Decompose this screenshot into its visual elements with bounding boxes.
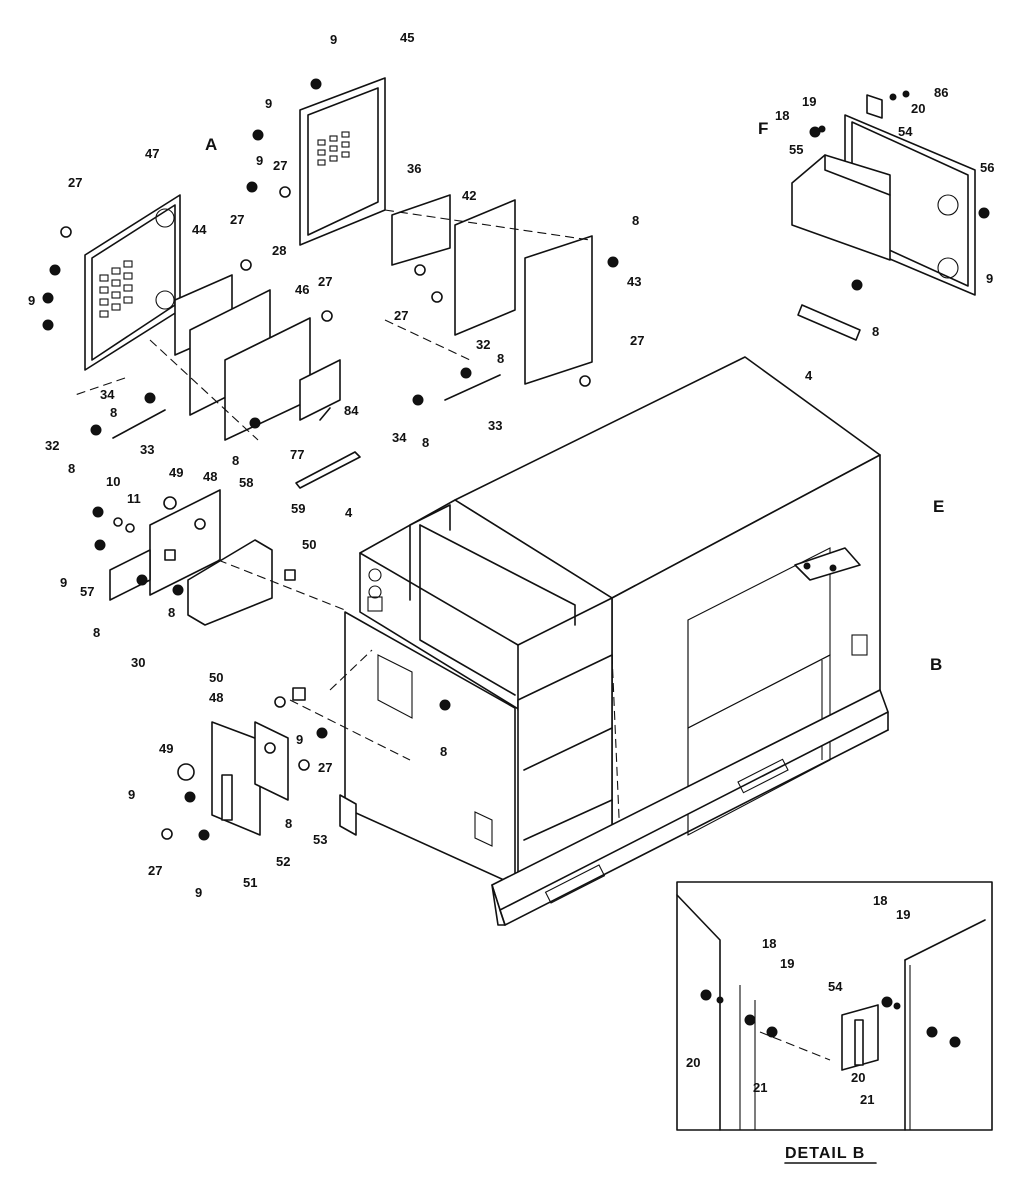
- top-center-panel: [299, 77, 386, 246]
- callout-9: 9: [60, 575, 67, 590]
- callout-10: 10: [106, 474, 120, 489]
- callout-9: 9: [986, 271, 993, 286]
- callout-4: 4: [805, 368, 813, 383]
- callout-51: 51: [243, 875, 257, 890]
- callout-8: 8: [68, 461, 75, 476]
- callout-20: 20: [686, 1055, 700, 1070]
- callout-54: 54: [828, 979, 843, 994]
- callout-34: 34: [392, 430, 407, 445]
- callout-33: 33: [488, 418, 502, 433]
- callout-27: 27: [630, 333, 644, 348]
- callout-45: 45: [400, 30, 414, 45]
- callout-59: 59: [291, 501, 305, 516]
- callout-9: 9: [28, 293, 35, 308]
- callout-27: 27: [394, 308, 408, 323]
- callout-48: 48: [209, 690, 223, 705]
- left-inner-brackets: [74, 274, 341, 441]
- callout-27: 27: [318, 760, 332, 775]
- callout-53: 53: [313, 832, 327, 847]
- callout-8: 8: [497, 351, 504, 366]
- callout-19: 19: [802, 94, 816, 109]
- callout-9: 9: [195, 885, 202, 900]
- callout-8: 8: [872, 324, 879, 339]
- callout-18: 18: [775, 108, 789, 123]
- callout-9: 9: [330, 32, 337, 47]
- detail-b-box: [676, 881, 993, 1131]
- callout-21: 21: [753, 1080, 767, 1095]
- callout-18: 18: [873, 893, 887, 908]
- callout-44: 44: [192, 222, 207, 237]
- callout-50: 50: [209, 670, 223, 685]
- callout-8: 8: [632, 213, 639, 228]
- callout-84: 84: [344, 403, 359, 418]
- callout-49: 49: [159, 741, 173, 756]
- callout-4: 4: [345, 505, 353, 520]
- enclosure-housing: [339, 356, 889, 926]
- callout-labels: 9 45 9 9 27 27 47 A 27 44 28 27 46 36 42…: [28, 30, 994, 1164]
- callout-36: 36: [407, 161, 421, 176]
- callout-27: 27: [230, 212, 244, 227]
- callout-30: 30: [131, 655, 145, 670]
- callout-49: 49: [169, 465, 183, 480]
- callout-9: 9: [265, 96, 272, 111]
- callout-8: 8: [422, 435, 429, 450]
- callout-56: 56: [980, 160, 994, 175]
- callout-77: 77: [290, 447, 304, 462]
- callout-F: F: [758, 119, 768, 138]
- callout-21: 21: [860, 1092, 874, 1107]
- callout-27: 27: [273, 158, 287, 173]
- callout-18: 18: [762, 936, 776, 951]
- callout-58: 58: [239, 475, 253, 490]
- callout-32: 32: [476, 337, 490, 352]
- left-end-panel: [84, 194, 181, 371]
- callout-52: 52: [276, 854, 290, 869]
- callout-8: 8: [440, 744, 447, 759]
- callout-B: B: [930, 655, 942, 674]
- callout-20: 20: [911, 101, 925, 116]
- callout-8: 8: [93, 625, 100, 640]
- callout-20: 20: [851, 1070, 865, 1085]
- callout-57: 57: [80, 584, 94, 599]
- callout-19: 19: [896, 907, 910, 922]
- callout-32: 32: [45, 438, 59, 453]
- callout-A: A: [205, 135, 217, 154]
- callout-42: 42: [462, 188, 476, 203]
- callout-9: 9: [256, 153, 263, 168]
- hardware-fasteners: [42, 78, 619, 439]
- callout-50: 50: [302, 537, 316, 552]
- callout-11: 11: [127, 491, 141, 506]
- detail-b-caption: DETAIL B: [785, 1145, 865, 1162]
- callout-9: 9: [128, 787, 135, 802]
- callout-46: 46: [295, 282, 309, 297]
- callout-27: 27: [148, 863, 162, 878]
- callout-48: 48: [203, 469, 217, 484]
- callout-27: 27: [318, 274, 332, 289]
- callout-28: 28: [272, 243, 286, 258]
- callout-8: 8: [168, 605, 175, 620]
- callout-8: 8: [232, 453, 239, 468]
- callout-54: 54: [898, 124, 913, 139]
- center-duct-assembly: [384, 194, 593, 385]
- callout-8: 8: [285, 816, 292, 831]
- callout-47: 47: [145, 146, 159, 161]
- callout-55: 55: [789, 142, 803, 157]
- lower-left-bracket: [161, 649, 411, 841]
- callout-19: 19: [780, 956, 794, 971]
- callout-33: 33: [140, 442, 154, 457]
- callout-86: 86: [934, 85, 948, 100]
- callout-E: E: [933, 497, 944, 516]
- right-door-panel: [791, 90, 990, 341]
- mid-left-bracket: [92, 489, 346, 626]
- callout-9: 9: [296, 732, 303, 747]
- strip-4-left: [295, 451, 361, 489]
- callout-43: 43: [627, 274, 641, 289]
- callout-27: 27: [68, 175, 82, 190]
- callout-8: 8: [110, 405, 117, 420]
- callout-34: 34: [100, 387, 115, 402]
